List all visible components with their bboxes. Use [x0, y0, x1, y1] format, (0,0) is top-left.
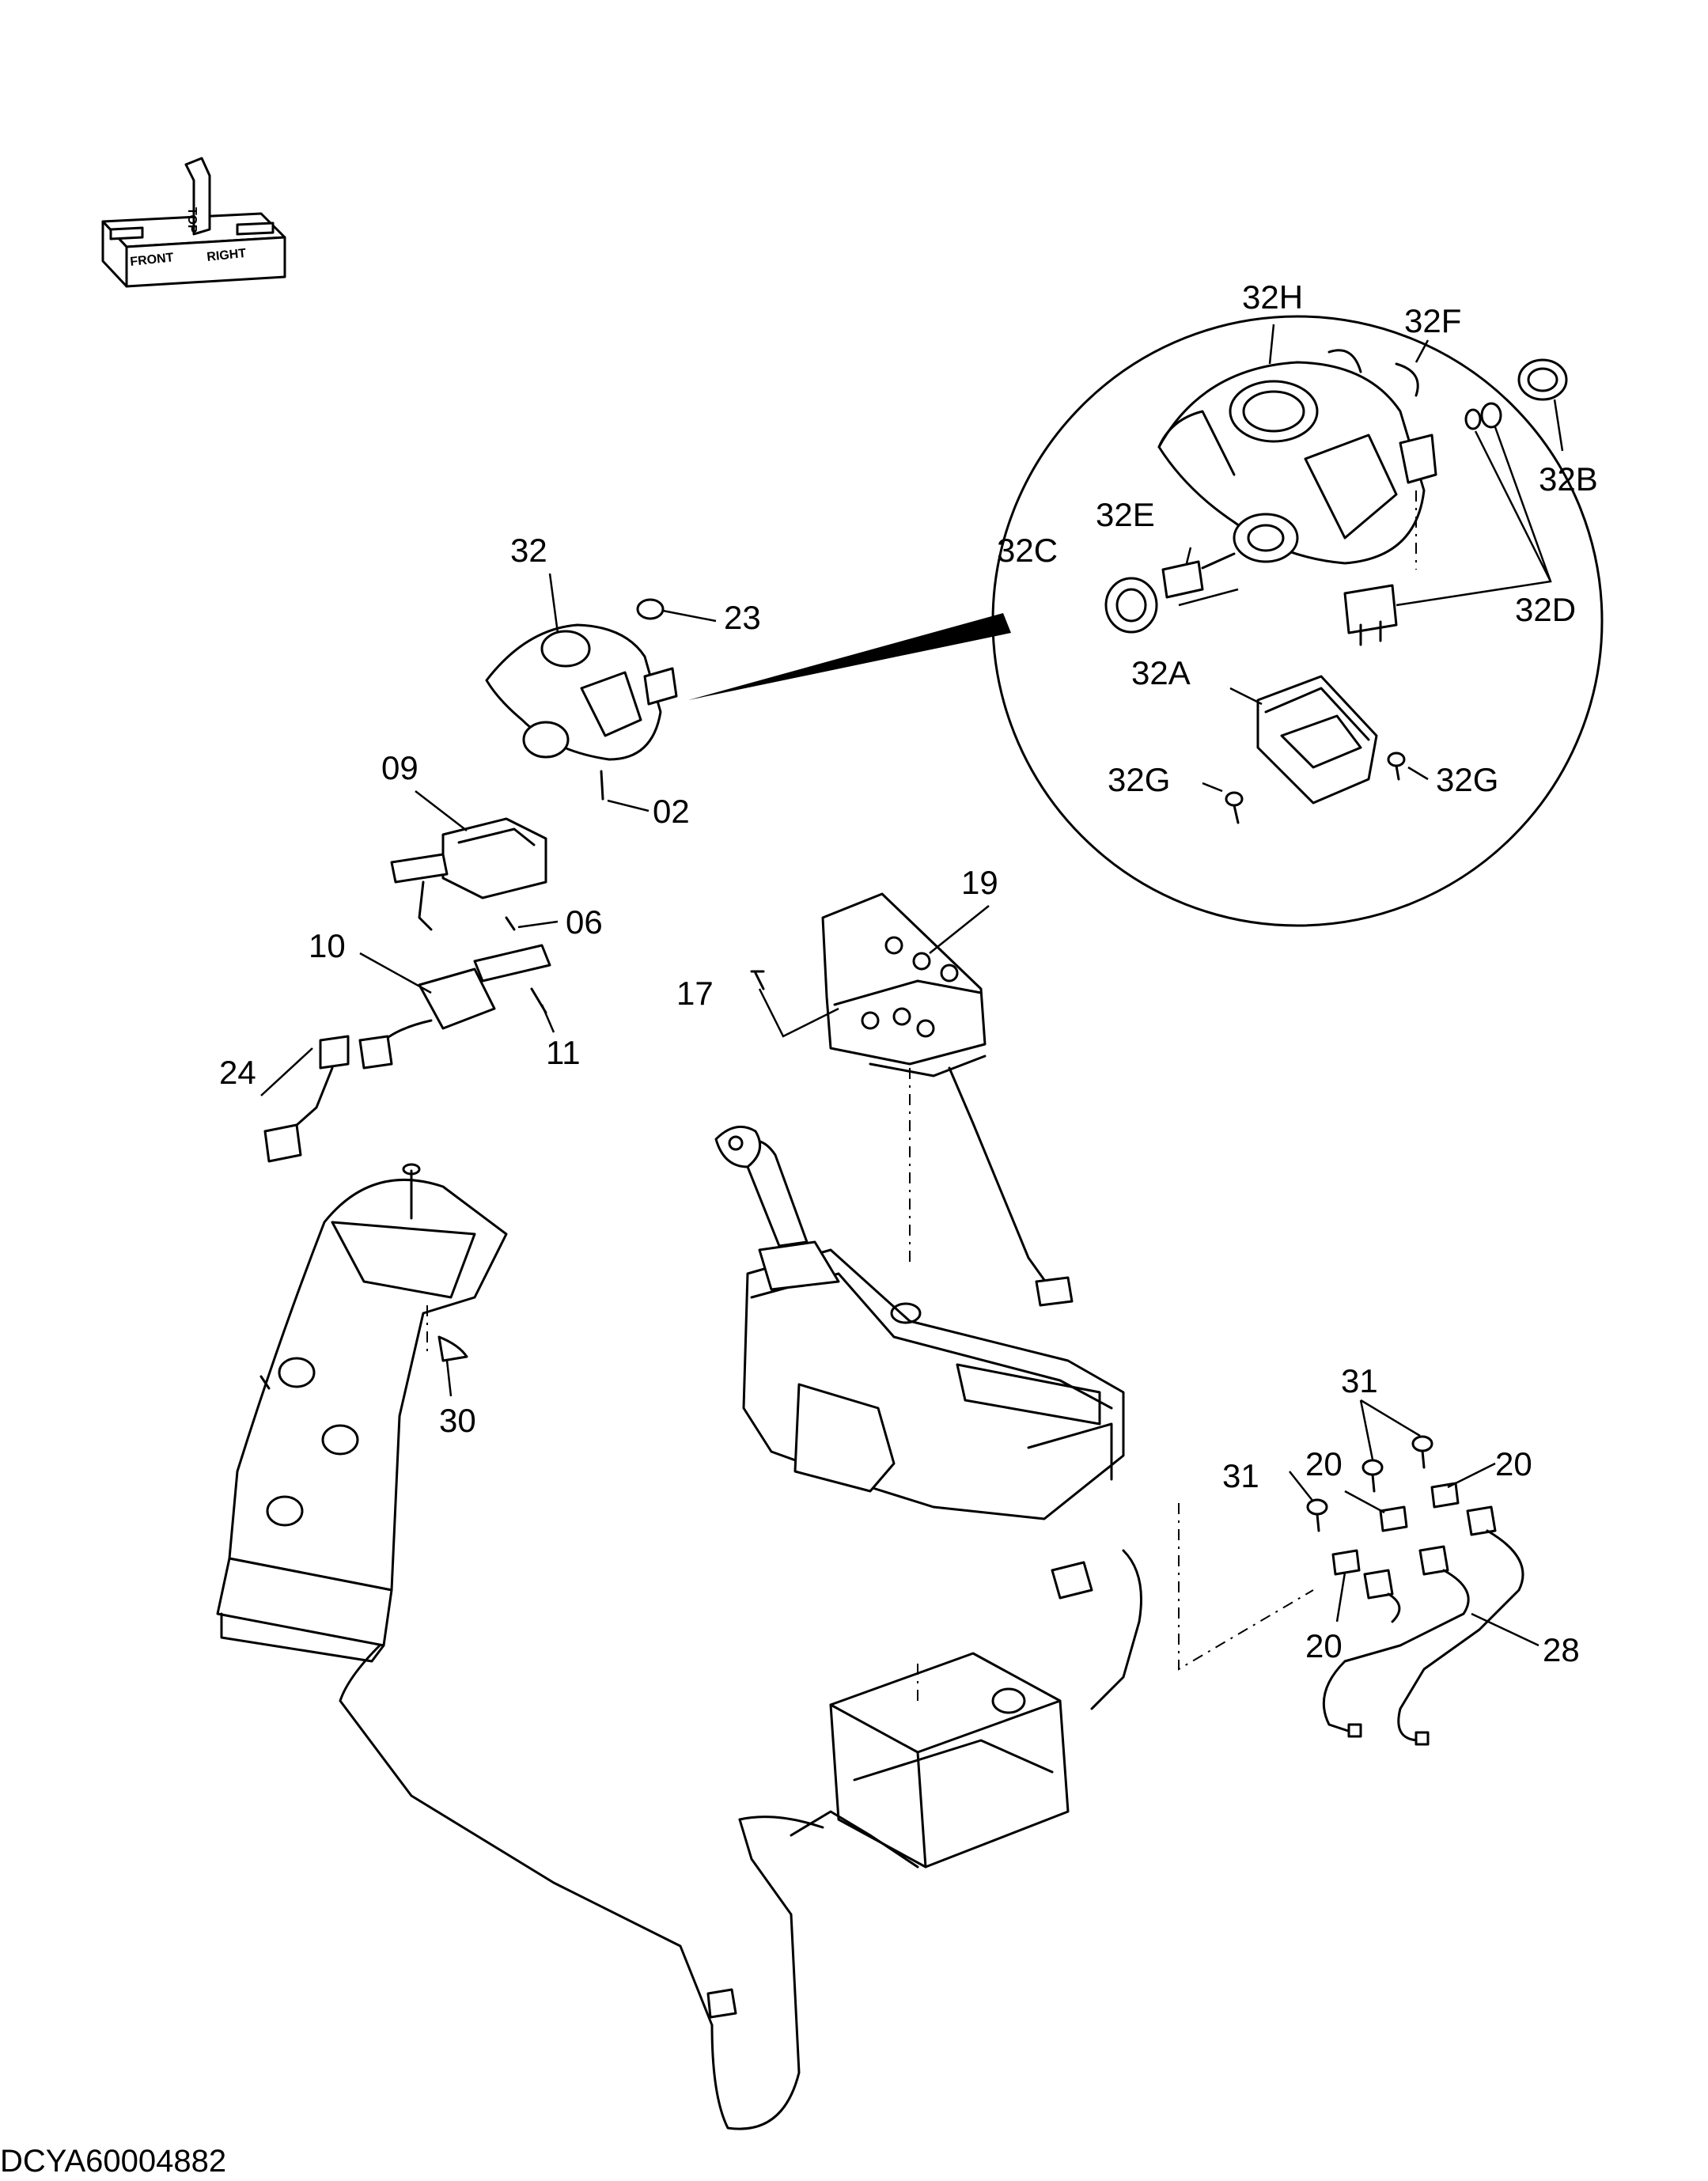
callout-30: 30: [439, 1402, 476, 1439]
switch-box-19: [821, 892, 1074, 1307]
callout-20-top-right: 20: [1495, 1445, 1532, 1482]
document-id: DCYA60004882: [0, 2144, 226, 2179]
harness-28: [1322, 1505, 1524, 1746]
callout-32g-right: 32G: [1436, 761, 1498, 798]
clip-30: [437, 1335, 468, 1362]
callout-32f: 32F: [1404, 302, 1461, 339]
callout-09: 09: [381, 749, 418, 786]
screw-32g-right: [1387, 752, 1406, 781]
callout-02: 02: [653, 793, 690, 830]
callout-32: 32: [510, 532, 547, 569]
callout-06: 06: [566, 903, 603, 941]
console-left: [216, 1163, 508, 1663]
callout-10: 10: [309, 927, 346, 964]
callout-20-top-left: 20: [1305, 1445, 1343, 1482]
harness-main: [339, 1549, 1142, 2130]
console-right: [714, 1125, 1125, 1520]
callout-32a: 32A: [1131, 654, 1191, 691]
callout-32c: 32C: [997, 532, 1058, 569]
relay-20-bottom: [1331, 1549, 1361, 1576]
assembly-line: [1178, 1503, 1314, 1671]
callout-32h: 32H: [1242, 278, 1303, 316]
housing-32: [485, 623, 678, 761]
screw-17: [750, 970, 765, 990]
callout-32g-left: 32G: [1108, 761, 1170, 798]
washer-32d-a: [1464, 408, 1482, 430]
relay-20-top-right: [1430, 1482, 1460, 1509]
housing-32h: [1157, 349, 1437, 565]
callout-32e: 32E: [1096, 496, 1155, 533]
screw-02: [600, 770, 604, 801]
callout-23: 23: [724, 599, 761, 636]
detail-pointer: [688, 613, 1011, 700]
callout-11: 11: [546, 1034, 581, 1071]
ring-32b: [1517, 358, 1568, 401]
knob-32c: [1104, 577, 1158, 634]
switch-32e: [1161, 552, 1236, 599]
callout-31-left: 31: [1222, 1457, 1259, 1494]
callout-32d: 32D: [1515, 591, 1576, 628]
callout-28: 28: [1543, 1631, 1580, 1668]
callout-19: 19: [961, 864, 998, 901]
screw-06: [505, 916, 516, 931]
screw-32g-left: [1225, 791, 1244, 824]
callout-31-top: 31: [1341, 1362, 1378, 1399]
cube-right-label: RIGHT: [206, 247, 248, 264]
bolt-31-a: [1361, 1459, 1384, 1493]
callout-24: 24: [219, 1054, 256, 1091]
switch-10: [358, 944, 551, 1070]
bolt-31-c: [1306, 1498, 1328, 1532]
switch-09: [390, 817, 547, 931]
washer-32d-b: [1480, 402, 1502, 429]
nut-23: [636, 598, 665, 620]
cube-top-label: TOP: [185, 207, 199, 233]
connector-24: [263, 1035, 350, 1163]
controller-32a: [1256, 675, 1378, 805]
callout-32b: 32B: [1539, 460, 1598, 498]
ring-32f: [1395, 362, 1419, 397]
controller-box: [790, 1652, 1070, 1869]
switch-32d: [1343, 584, 1398, 646]
callout-17: 17: [676, 975, 714, 1012]
callout-20-bottom: 20: [1305, 1627, 1343, 1664]
relay-20-top-left: [1379, 1505, 1408, 1532]
bolt-31-b: [1411, 1435, 1433, 1469]
cube-front-label: FRONT: [130, 251, 175, 269]
orientation-cube-icon: FRONT RIGHT TOP: [101, 157, 286, 288]
